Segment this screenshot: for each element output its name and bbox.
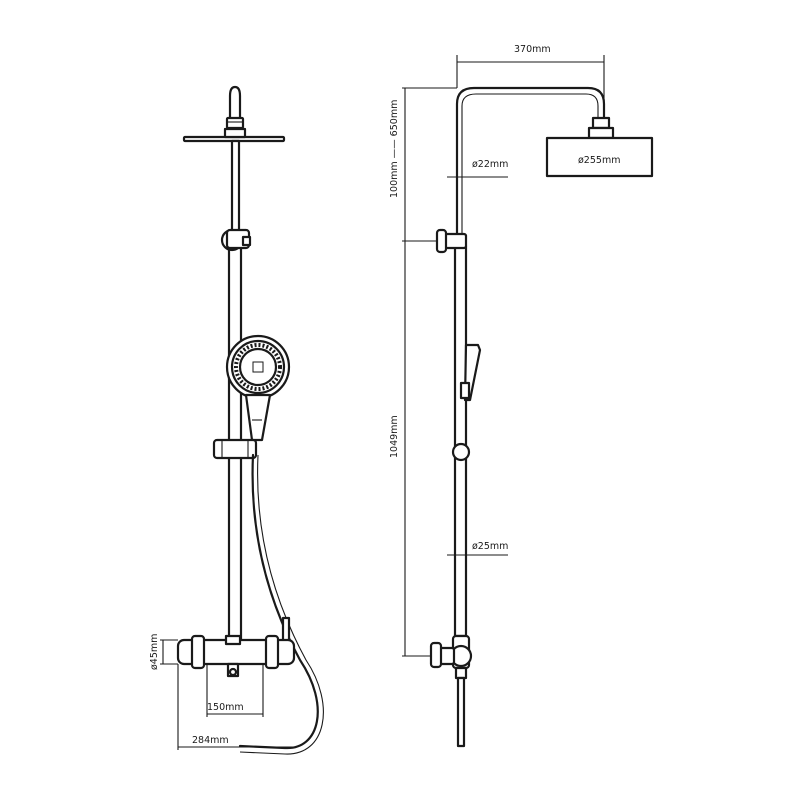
front-dimension-lines	[160, 639, 294, 750]
valve-diameter-label: ø45mm	[149, 634, 160, 670]
front-view: ø45mm 150mm 284mm	[149, 85, 324, 755]
inlet-spacing-label: 150mm	[207, 702, 244, 713]
front-hand-shower	[225, 334, 291, 442]
rail-height-label: 1049mm	[389, 415, 400, 458]
upper-pipe-diameter-label: ø22mm	[472, 159, 508, 170]
front-handset-holder	[212, 438, 258, 460]
side-overhead-arm	[455, 86, 606, 243]
side-view: 370mm ø255mm ø22mm ø25mm 100mm —— 650mm …	[389, 44, 654, 748]
side-dimension-lines	[402, 55, 605, 657]
side-hand-shower	[459, 343, 482, 402]
front-upper-pipe	[230, 139, 241, 243]
height-adjust-label: 100mm —— 650mm	[389, 100, 400, 198]
valve-width-label: 284mm	[192, 735, 229, 746]
side-thermostatic-valve	[429, 634, 473, 748]
side-lower-pipe	[453, 244, 468, 638]
front-hose	[238, 453, 319, 750]
lower-pipe-diameter-label: ø25mm	[472, 541, 508, 552]
side-rain-head	[545, 136, 654, 178]
side-handset-holder	[451, 442, 471, 462]
front-thermostatic-valve	[176, 634, 296, 678]
front-gooseneck	[228, 85, 242, 120]
side-height-clamp	[442, 232, 468, 250]
head-diameter-label: ø255mm	[578, 155, 620, 166]
front-head-connector	[225, 116, 245, 130]
arm-width-label: 370mm	[514, 44, 551, 55]
